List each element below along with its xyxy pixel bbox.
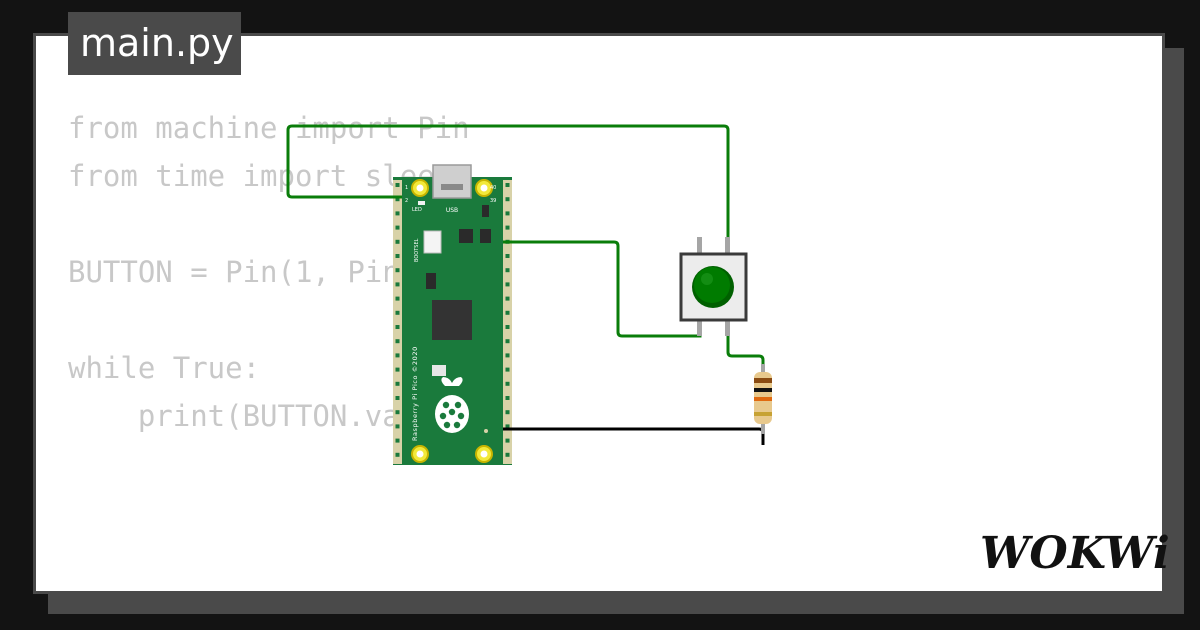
header-pin[interactable] xyxy=(395,381,400,386)
header-pin[interactable] xyxy=(395,197,400,202)
usb-port xyxy=(432,164,472,199)
test-point xyxy=(484,429,488,433)
header-pin[interactable] xyxy=(505,268,510,273)
file-tab-label: main.py xyxy=(80,21,234,65)
button-leg xyxy=(697,318,702,336)
resistor-band xyxy=(754,388,772,392)
header-pin[interactable] xyxy=(505,325,510,329)
bootsel-label: BOOTSEL xyxy=(414,238,420,262)
resistor-band xyxy=(754,397,772,401)
header-pin[interactable] xyxy=(505,254,510,258)
header-pin[interactable] xyxy=(395,296,400,301)
header-pin[interactable] xyxy=(395,268,400,273)
pin39-label: 39 xyxy=(490,198,496,204)
usb-port-slot xyxy=(441,184,463,190)
mounting-hole-center xyxy=(480,184,488,192)
header-pin[interactable] xyxy=(395,239,400,244)
header-pin[interactable] xyxy=(395,282,400,287)
wire-button-to-resistor[interactable] xyxy=(726,320,765,372)
header-pin[interactable] xyxy=(395,339,400,344)
header-pin[interactable] xyxy=(505,410,510,415)
left-pin-header xyxy=(393,180,402,464)
pico-board[interactable]: USB LED 1 2 39 40 BOOTSEL Raspberry Pi P… xyxy=(393,164,512,465)
mounting-hole-center xyxy=(416,450,424,458)
header-pin[interactable] xyxy=(395,353,400,358)
wire-pin1-to-button[interactable] xyxy=(286,124,730,242)
raspberry-pi-logo xyxy=(435,377,469,433)
header-pin[interactable] xyxy=(505,296,510,301)
header-pin[interactable] xyxy=(395,325,400,329)
button-cap-highlight xyxy=(701,273,713,285)
header-pin[interactable] xyxy=(505,353,510,358)
smd-part xyxy=(432,365,446,376)
header-pin[interactable] xyxy=(395,254,400,258)
rp2040-chip xyxy=(432,300,472,340)
wire-ground[interactable] xyxy=(503,427,765,445)
button-leg xyxy=(725,237,730,255)
resistor-band xyxy=(754,378,772,383)
header-pin[interactable] xyxy=(395,310,400,315)
code-line: while True: xyxy=(68,351,261,385)
mounting-hole-center xyxy=(416,184,424,192)
wokwi-logo[interactable]: WOKWi xyxy=(976,528,1170,579)
header-pin[interactable] xyxy=(395,438,400,443)
file-tab[interactable]: main.py xyxy=(68,12,241,75)
header-pin[interactable] xyxy=(395,396,400,400)
header-pin[interactable] xyxy=(505,183,510,187)
smd-chip xyxy=(480,229,491,243)
button-leg xyxy=(725,318,730,336)
wokwi-logo-text: WOKWi xyxy=(980,528,1170,579)
smd-part xyxy=(426,273,436,289)
wire-3v3-to-button[interactable] xyxy=(503,240,702,338)
bootsel-button[interactable] xyxy=(423,230,442,254)
header-pin[interactable] xyxy=(395,225,400,230)
header-pin[interactable] xyxy=(505,438,510,443)
onboard-led xyxy=(418,201,425,205)
usb-label: USB xyxy=(446,207,458,214)
button-cap[interactable] xyxy=(694,267,730,303)
pushbutton[interactable] xyxy=(679,237,748,336)
mounting-hole-center xyxy=(480,450,488,458)
header-pin[interactable] xyxy=(395,367,400,372)
header-pin[interactable] xyxy=(395,183,400,187)
pin2-label: 2 xyxy=(405,198,408,204)
header-pin[interactable] xyxy=(505,424,510,429)
header-pin[interactable] xyxy=(505,197,510,202)
smd-part xyxy=(482,205,489,217)
led-label: LED xyxy=(412,207,422,213)
code-line: from machine import Pin xyxy=(68,111,470,145)
header-pin[interactable] xyxy=(395,452,400,457)
header-pin[interactable] xyxy=(505,225,510,230)
header-pin[interactable] xyxy=(505,310,510,315)
header-pin[interactable] xyxy=(395,410,400,415)
header-pin[interactable] xyxy=(505,452,510,457)
header-pin[interactable] xyxy=(505,381,510,386)
header-pin[interactable] xyxy=(505,282,510,287)
pico-silkscreen: Raspberry Pi Pico ©2020 xyxy=(411,346,419,441)
pin1-label: 1 xyxy=(405,185,408,191)
smd-chip xyxy=(459,229,473,243)
resistor[interactable] xyxy=(754,364,772,434)
header-pin[interactable] xyxy=(395,424,400,429)
right-pin-header xyxy=(503,180,512,464)
header-pin[interactable] xyxy=(505,211,510,216)
resistor-band xyxy=(754,412,772,416)
header-pin[interactable] xyxy=(395,211,400,216)
header-pin[interactable] xyxy=(505,339,510,344)
pin40-label: 40 xyxy=(490,185,496,191)
button-leg xyxy=(697,237,702,255)
header-pin[interactable] xyxy=(505,367,510,372)
header-pin[interactable] xyxy=(505,396,510,400)
